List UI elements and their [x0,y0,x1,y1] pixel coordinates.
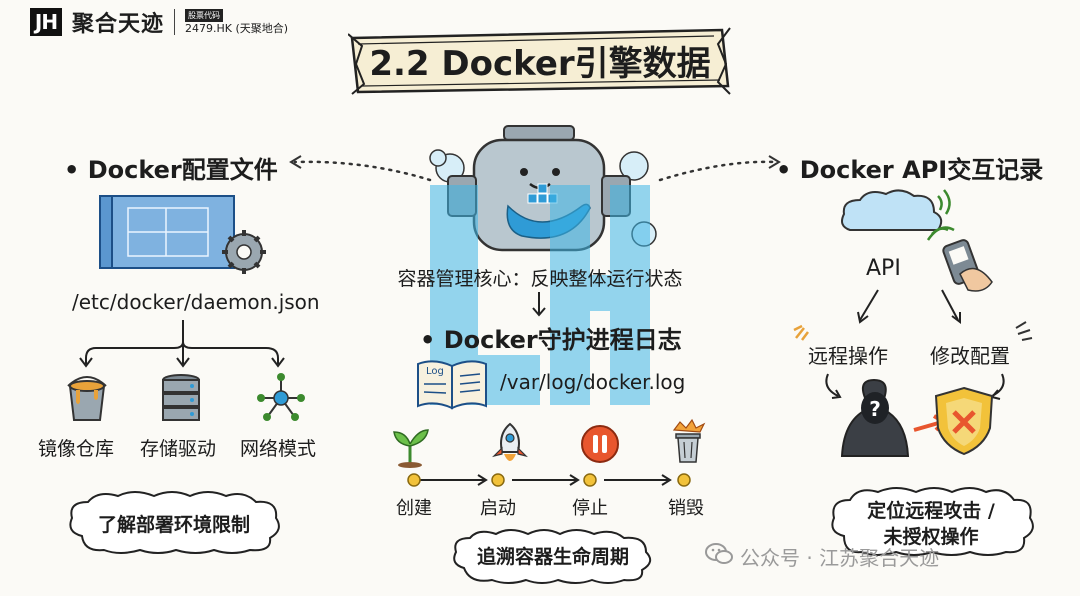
hacker-shield-icon: ? [840,378,994,457]
lifecycle-cloud-text: 追溯容器生命周期 [476,546,629,568]
paint-bucket-icon [67,376,107,421]
log-path: /var/log/docker.log [500,370,686,394]
book-label: Log [426,366,444,377]
api-label: API [866,256,901,281]
footer-wechat: 公众号 · 江苏聚合天迹 [740,546,940,570]
deploy-cloud-text: 了解部署环境限制 [97,514,250,536]
attack-cloud [831,487,1034,556]
engine-caption: 容器管理核心：反映整体运行状态 [397,268,683,290]
lifecycle-stop: 停止 [572,498,608,519]
branch-remote-op: 远程操作 [808,344,888,368]
item-storage-driver: 存储驱动 [140,438,217,460]
lifecycle-timeline [407,473,691,487]
stock-info: 股票代码 2479.HK (天聚地合) [185,9,288,35]
title-banner [348,27,731,95]
lifecycle-destroy: 销毁 [668,498,704,519]
attack-cloud-line2: 未授权操作 [883,526,979,548]
item-network-mode: 网络模式 [240,438,317,460]
api-heading: • Docker API交互记录 [776,156,1044,184]
network-icon [257,373,305,421]
page-title: 2.2 Docker引擎数据 [369,44,711,84]
wechat-icon [705,543,733,564]
lifecycle-start: 启动 [480,498,516,519]
curve-arrow-left [825,373,842,399]
logo-mark: JH [30,8,62,36]
stock-tag: 股票代码 [185,9,224,22]
spark-icon-left [793,324,809,341]
config-heading: • Docker配置文件 [64,156,278,184]
deploy-cloud [69,491,280,554]
brand-logo: JH 聚合天迹 股票代码 2479.HK (天聚地合) [30,6,288,38]
cloud-phone-icon [841,189,993,292]
trash-can-icon [672,418,706,463]
lifecycle-create: 创建 [396,498,432,519]
log-book-icon [417,360,487,410]
api-branch-arrows [857,289,961,324]
rocket-icon [492,422,528,461]
sprout-icon [393,429,429,468]
config-path: /etc/docker/daemon.json [72,290,320,314]
lifecycle-cloud [453,529,652,584]
spark-icon-right [1015,321,1033,341]
logo-name: 聚合天迹 [72,12,165,37]
logo-divider [174,9,176,35]
database-icon [162,374,200,421]
stop-button-icon [581,425,619,463]
dotted-connectors [289,155,781,182]
blueprint-gear-icon [99,195,266,274]
attack-cloud-line1: 定位远程攻击 / [867,500,995,522]
down-arrow-icon [532,292,546,317]
config-branch-arrows [79,320,285,368]
item-image-registry: 镜像仓库 [38,438,115,460]
log-heading: • Docker守护进程日志 [420,326,682,354]
stock-code: 2479.HK (天聚地合) [185,22,289,35]
svg-text:?: ? [869,397,881,421]
branch-modify-config: 修改配置 [930,344,1010,368]
